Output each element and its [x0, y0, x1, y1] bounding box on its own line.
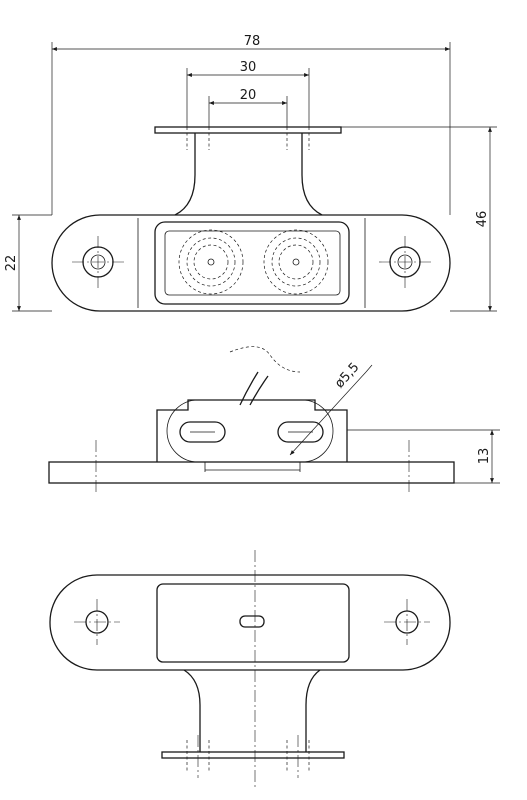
lens — [154, 221, 350, 305]
bottom-view — [49, 550, 451, 790]
front-view: 78 30 20 46 22 — [4, 34, 497, 312]
dim-body-height: 22 — [4, 255, 19, 272]
led-left — [178, 229, 244, 295]
top-flange — [154, 126, 342, 134]
bottom-body — [49, 574, 451, 671]
side-base-plate — [48, 461, 455, 484]
dim-overall-length: 78 — [244, 34, 261, 49]
mount-hole-right — [379, 236, 431, 288]
side-slot-right — [277, 421, 324, 443]
bottom-panel — [156, 583, 350, 663]
cable-exit — [239, 615, 265, 628]
dim-hole-spacing-inner: 20 — [240, 88, 257, 103]
dim-side-height: 13 — [477, 448, 492, 465]
neck — [174, 133, 196, 216]
bottom-neck — [183, 669, 201, 752]
led-right — [263, 229, 329, 295]
dim-cable-diameter: ø5,5 — [332, 360, 362, 391]
cable — [239, 371, 259, 406]
bottom-hole-right — [384, 599, 430, 645]
dim-hole-spacing-outer: 30 — [240, 60, 257, 75]
side-slot-left — [179, 421, 226, 443]
bottom-flange — [161, 751, 345, 759]
dim-overall-height: 46 — [475, 211, 490, 228]
side-view: ø5,5 13 — [48, 346, 500, 492]
lamp-body — [51, 214, 451, 312]
mount-hole-left — [72, 236, 124, 288]
bottom-hole-left — [74, 599, 120, 645]
side-housing — [156, 399, 348, 462]
